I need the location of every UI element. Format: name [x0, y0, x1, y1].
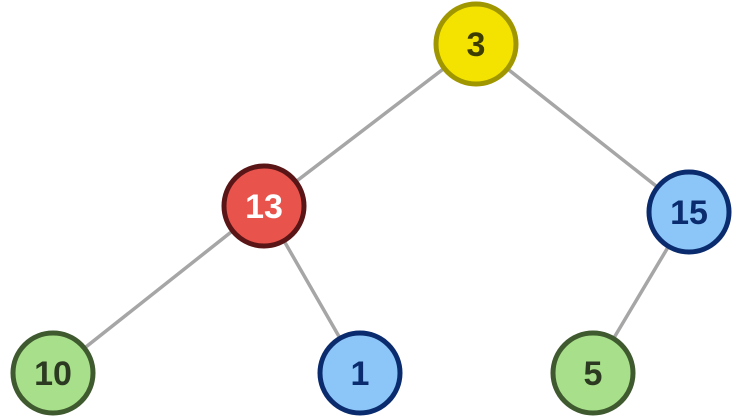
node-circle [317, 330, 403, 416]
node-circle [433, 1, 519, 87]
tree-node-3: 3 [433, 1, 519, 87]
tree-node-1: 1 [317, 330, 403, 416]
node-label: 10 [34, 355, 72, 393]
node-circle [550, 330, 636, 416]
edge-3-13 [262, 42, 478, 208]
tree-node-10: 10 [10, 330, 96, 416]
edge-13-10 [51, 204, 266, 375]
node-circle [10, 330, 96, 416]
tree-node-5: 5 [550, 330, 636, 416]
edge-3-15 [474, 42, 691, 214]
node-label: 1 [351, 355, 370, 393]
node-label: 5 [584, 355, 603, 393]
edges-layer [51, 42, 691, 375]
node-circle [646, 169, 732, 255]
node-label: 15 [670, 194, 708, 232]
node-label: 13 [245, 188, 283, 226]
tree-node-15: 15 [646, 169, 732, 255]
node-circle [221, 163, 307, 249]
tree-node-13: 13 [221, 163, 307, 249]
node-label: 3 [467, 26, 486, 64]
